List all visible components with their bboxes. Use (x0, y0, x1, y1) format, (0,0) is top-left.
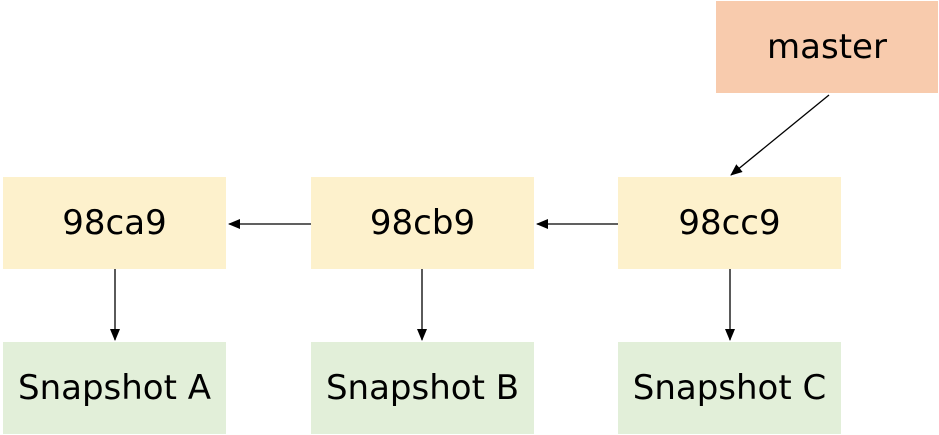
commit-box-3: 98cc9 (618, 177, 841, 269)
commit-label: 98cb9 (369, 203, 476, 243)
commit-label: 98ca9 (62, 203, 167, 243)
snapshot-box-1: Snapshot A (3, 342, 226, 434)
snapshot-label: Snapshot B (325, 368, 520, 408)
commit-box-2: 98cb9 (311, 177, 534, 269)
snapshot-box-2: Snapshot B (311, 342, 534, 434)
commit-label: 98cc9 (678, 203, 781, 243)
snapshot-box-3: Snapshot C (618, 342, 841, 434)
arrow-branch-to-commit-3 (730, 94, 830, 176)
branch-master-box: master (716, 1, 938, 93)
commit-box-1: 98ca9 (3, 177, 226, 269)
branch-label: master (767, 27, 887, 67)
snapshot-label: Snapshot A (17, 368, 211, 408)
snapshot-label: Snapshot C (632, 368, 827, 408)
